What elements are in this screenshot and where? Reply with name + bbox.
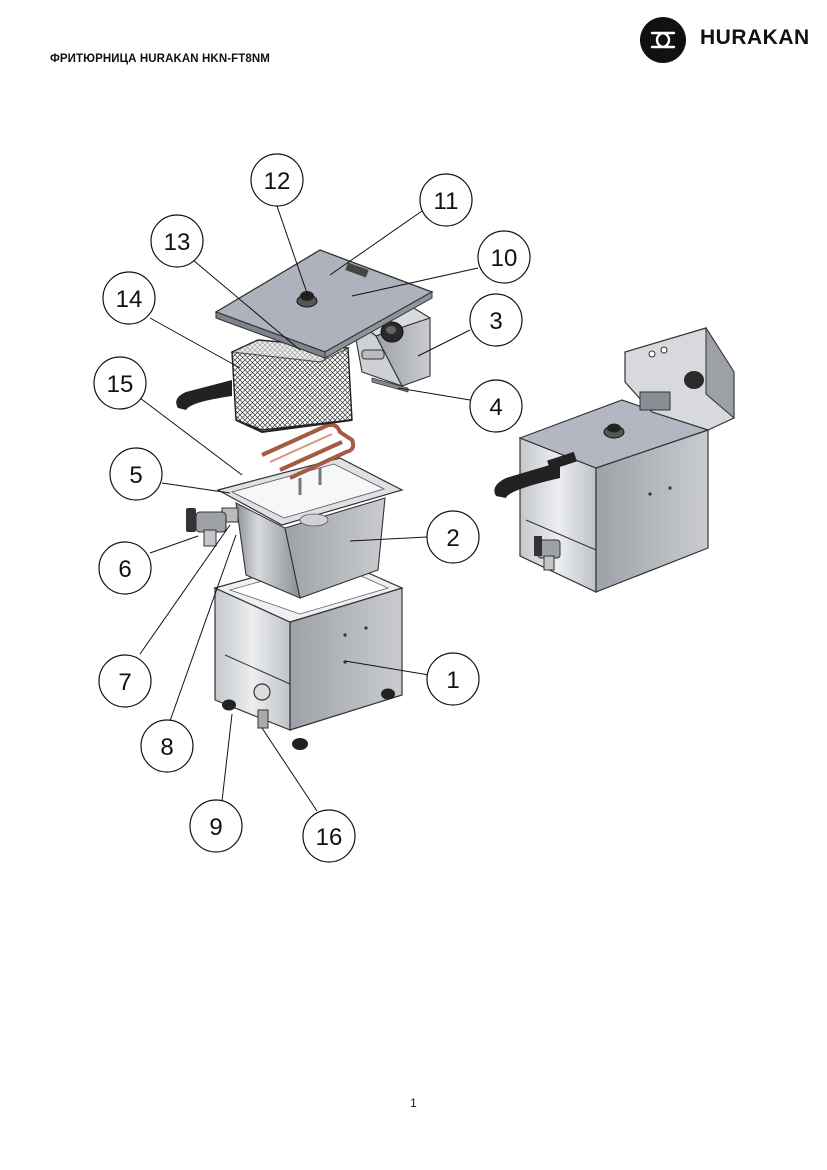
- svg-text:10: 10: [491, 245, 518, 272]
- callout-10: 10: [477, 230, 531, 284]
- svg-text:11: 11: [434, 188, 459, 215]
- callout-11: 11: [419, 173, 473, 227]
- callout-15: 15: [93, 356, 147, 410]
- oil-tank: [216, 457, 404, 599]
- document-title: ФРИТЮРНИЦА HURAKAN HKN-FT8NM: [50, 53, 270, 65]
- brand: HURAKAN: [640, 17, 815, 63]
- svg-text:16: 16: [316, 824, 343, 851]
- svg-text:9: 9: [209, 814, 222, 841]
- svg-text:14: 14: [116, 286, 143, 313]
- assembled-fryer: [494, 326, 735, 593]
- callout-3: 3: [469, 293, 523, 347]
- heating-element: [261, 422, 356, 495]
- svg-text:7: 7: [118, 669, 131, 696]
- callout-7: 7: [98, 654, 152, 708]
- drain-tap: [186, 507, 239, 547]
- callout-5: 5: [109, 447, 163, 501]
- callout-8: 8: [140, 719, 194, 773]
- svg-text:3: 3: [489, 308, 502, 335]
- callout-13: 13: [150, 214, 204, 268]
- callout-6: 6: [98, 541, 152, 595]
- callout-16: 16: [302, 809, 356, 863]
- callout-9: 9: [189, 799, 243, 853]
- svg-text:6: 6: [118, 556, 131, 583]
- lid: [214, 249, 434, 359]
- brand-name: HURAKAN: [700, 26, 810, 49]
- svg-text:4: 4: [489, 394, 502, 421]
- svg-text:13: 13: [164, 229, 191, 256]
- callout-14: 14: [102, 271, 156, 325]
- infinity-loop-icon: [640, 17, 686, 63]
- svg-text:5: 5: [129, 462, 142, 489]
- svg-text:2: 2: [446, 525, 459, 552]
- callout-1: 1: [426, 652, 480, 706]
- svg-text:8: 8: [160, 734, 173, 761]
- svg-text:1: 1: [446, 667, 459, 694]
- svg-text:15: 15: [107, 371, 134, 398]
- page-number: 1: [410, 1096, 417, 1110]
- callout-4: 4: [469, 379, 523, 433]
- callout-2: 2: [426, 510, 480, 564]
- callout-12: 12: [250, 153, 304, 207]
- svg-text:12: 12: [264, 168, 291, 195]
